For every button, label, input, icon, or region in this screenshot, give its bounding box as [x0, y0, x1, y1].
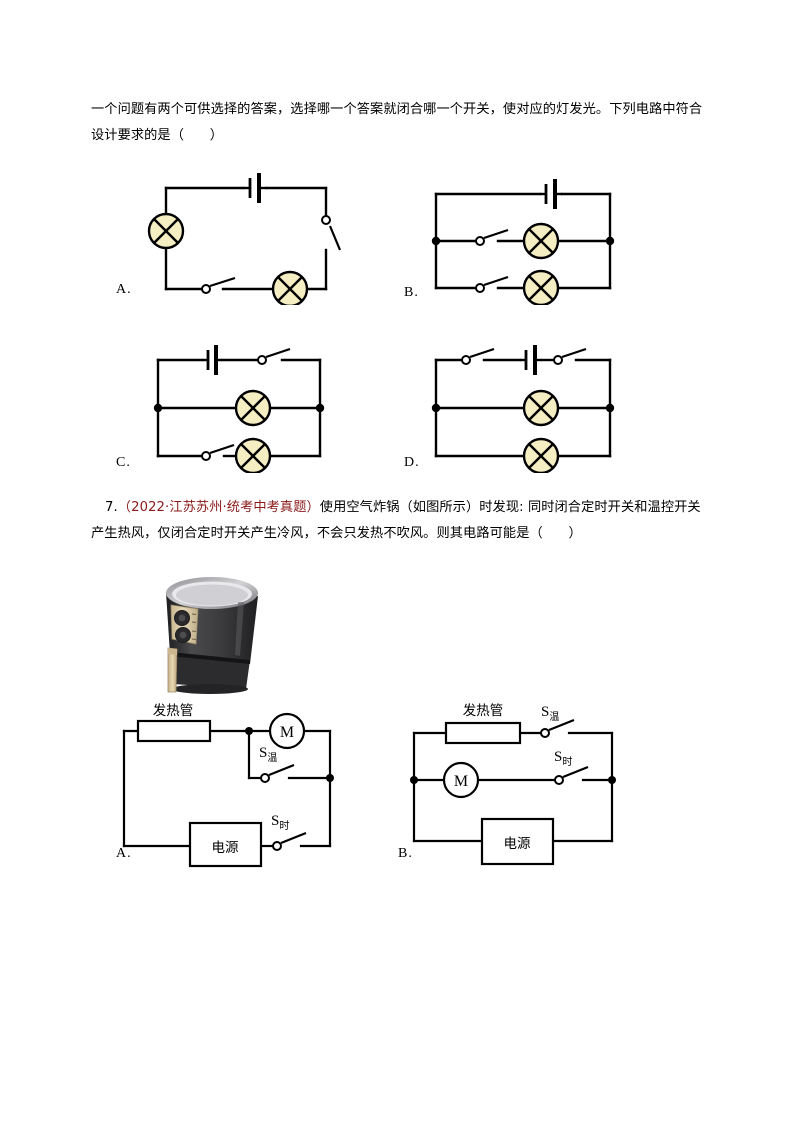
air-fryer-figure [146, 556, 278, 696]
svg-text:M: M [454, 773, 468, 790]
fryer-handle[interactable] [167, 647, 178, 693]
heater-label: 发热管 [153, 703, 194, 719]
question-7-body-2: 控开关产生热风，仅闭合定时开关产生冷风，不会只发热不吹风。则其电路可能是（ ） [91, 500, 701, 541]
question-7-source: （2022·江苏苏州·统考中考真题） [117, 500, 320, 515]
svg-text:电源: 电源 [504, 836, 532, 852]
question-7-body-1: 使用空气炸锅（如图所示）时发现: 同时闭合定时开关和温 [319, 500, 661, 515]
q6-option-b-letter: B. [404, 285, 419, 300]
heater-label: 发热管 [463, 703, 504, 719]
battery-symbol [520, 345, 542, 375]
q6-option-d-letter: D. [404, 455, 420, 470]
junction-dot [410, 776, 418, 784]
q6-option-c-letter: C. [116, 455, 131, 470]
q6-option-b-circuit [428, 170, 648, 305]
motor-symbol: M [442, 761, 480, 799]
q6-option-c-circuit [150, 338, 350, 473]
fryer-top-rim [166, 577, 258, 609]
switch-symbol [475, 275, 509, 293]
svg-text:M: M [280, 724, 294, 741]
lamp-symbol [522, 389, 560, 427]
lamp-symbol [522, 222, 560, 260]
q7-option-a-letter: A. [116, 846, 132, 861]
fryer-knob-lower[interactable] [175, 627, 191, 643]
lamp-symbol [522, 437, 560, 473]
heater-resistor [136, 719, 212, 743]
battery-symbol [202, 345, 222, 375]
switch-timer-label: S时 [554, 749, 572, 768]
junction-dot [315, 403, 325, 413]
junction-dot [326, 774, 334, 782]
junction-dot [605, 236, 615, 246]
switch-timer-symbol [272, 831, 307, 851]
svg-text:电源: 电源 [212, 840, 239, 856]
junction-dot [431, 403, 441, 413]
power-source-box: 电源 [480, 817, 555, 866]
lamp-symbol [147, 212, 185, 250]
question-6-stem: 一个问题有两个可供选择的答案，选择哪一个答案就闭合哪一个开关，使对应的灯发光。下… [91, 102, 703, 143]
junction-dot [431, 236, 441, 246]
junction-dot [605, 403, 615, 413]
switch-timer-label: S时 [271, 813, 289, 832]
fryer-control-panel [170, 604, 199, 645]
switch-symbol [201, 443, 235, 461]
switch-symbol [201, 276, 236, 294]
lamp-symbol [271, 270, 309, 305]
lamp-symbol [522, 269, 560, 305]
switch-symbol [475, 228, 509, 246]
junction-dot [245, 727, 253, 735]
switch-symbol [257, 347, 291, 365]
switch-temp-symbol [260, 763, 295, 783]
switch-symbol [553, 347, 587, 365]
switch-temp-symbol [540, 718, 575, 738]
q7-option-a-circuit: 发热管 [118, 700, 368, 868]
junction-dot [153, 403, 163, 413]
switch-symbol [321, 215, 342, 251]
switch-symbol [461, 347, 495, 365]
switch-temp-label: S温 [259, 745, 277, 764]
battery-symbol [540, 179, 562, 209]
heater-resistor [444, 721, 522, 745]
question-7-number: 7. [105, 500, 118, 515]
junction-dot [608, 776, 616, 784]
lamp-symbol [234, 389, 272, 427]
motor-symbol: M [268, 712, 306, 750]
switch-temp-label: S温 [541, 704, 559, 723]
battery-symbol [243, 173, 267, 203]
q6-option-d-circuit [428, 338, 638, 473]
power-source-box: 电源 [188, 821, 263, 868]
question-7-stem: 7.（2022·江苏苏州·统考中考真题）使用空气炸锅（如图所示）时发现: 同时闭… [91, 495, 705, 547]
q7-option-b-letter: B. [398, 846, 413, 861]
lamp-symbol [234, 437, 272, 473]
fryer-knob-upper[interactable] [174, 610, 190, 626]
q6-option-a-circuit [140, 170, 380, 305]
switch-timer-symbol [554, 765, 589, 785]
q7-option-b-circuit: 发热管 S温 [408, 700, 658, 868]
q6-option-a-letter: A. [116, 282, 132, 297]
